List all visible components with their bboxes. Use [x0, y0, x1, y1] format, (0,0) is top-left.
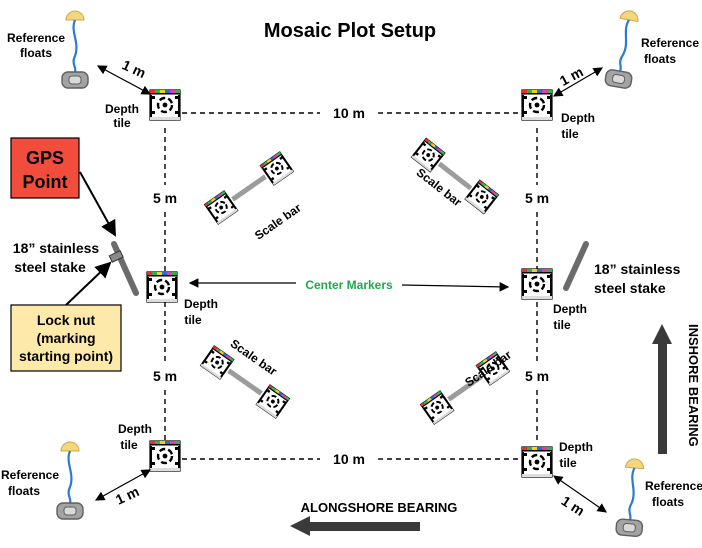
scale-bar-label-lower-left: Scale bar: [228, 336, 280, 378]
reference-floats-top-right-line1: Reference: [641, 36, 699, 50]
reference-floats-bottom-right-line2: floats: [652, 495, 684, 509]
reference-float-bottom-left: [55, 440, 85, 521]
depth-label-bottom-left-line1: Depth: [118, 422, 152, 436]
scale-bar-label-upper-right: Scale bar: [414, 165, 465, 209]
depth-label-middle-right-line2: tile: [553, 318, 571, 332]
reference-floats-bottom-left-line1: Reference: [1, 468, 59, 482]
stainless-steel-stake-right: [563, 241, 589, 291]
plot-boundary: [164, 112, 538, 460]
reference-float-bottom-right: [614, 456, 650, 538]
one-meter-label-top-right: 1 m: [557, 63, 586, 88]
depth-label-bottom-right-line2: tile: [559, 456, 577, 470]
one-meter-label-top-left: 1 m: [120, 56, 149, 81]
page-title: Mosaic Plot Setup: [264, 20, 436, 42]
one-meter-arrow-top-left: [96, 65, 152, 95]
center-markers-label: Center Markers: [305, 278, 393, 292]
one-meter-label-bottom-left: 1 m: [113, 483, 142, 508]
lock-nut-label-line3: starting point): [19, 348, 113, 364]
lock-nut-label-line1: Lock nut: [37, 312, 96, 328]
one-meter-arrow-bottom-right: [553, 475, 607, 513]
depth-label-top-right-line1: Depth: [561, 111, 595, 125]
distance-label-left-lower: 5 m: [153, 368, 177, 384]
distance-label-right-upper: 5 m: [525, 190, 549, 206]
alongshore-bearing-arrow: [290, 516, 420, 536]
depth-label-bottom-right-line1: Depth: [559, 440, 593, 454]
reference-floats-bottom-left-line2: floats: [8, 484, 40, 498]
inshore-bearing-label: INSHORE BEARING: [686, 324, 701, 447]
depth-tile-bottom-right: [520, 445, 554, 479]
inshore-bearing-arrow: [652, 324, 672, 454]
reference-floats-top-right-line2: floats: [644, 52, 676, 66]
stake-label-right-line2: steel stake: [594, 280, 666, 296]
distance-label-bottom: 10 m: [333, 451, 365, 467]
lock-nut-arrow: [65, 261, 112, 306]
stainless-steel-stake-left: [108, 241, 139, 296]
one-meter-arrow-top-right: [552, 67, 604, 97]
lock-nut-box: [10, 304, 122, 372]
gps-point-label-line1: GPS: [26, 148, 64, 168]
depth-tile-middle-right: [520, 267, 554, 301]
depth-tile-top-right: [520, 88, 554, 122]
stake-label-left-line1: 18” stainless: [13, 240, 100, 256]
reference-floats-top-left-line1: Reference: [7, 31, 65, 45]
gps-point-box: [10, 137, 80, 199]
depth-tile-bottom-left: [148, 439, 182, 473]
depth-label-middle-right-line1: Depth: [553, 302, 587, 316]
distance-label-right-lower: 5 m: [525, 368, 549, 384]
lock-nut-label-line2: (marking: [36, 330, 95, 346]
gps-point-arrow: [79, 171, 116, 237]
reference-float-top-right: [603, 7, 645, 91]
alongshore-bearing-label: ALONGSHORE BEARING: [301, 500, 458, 515]
depth-label-top-left-line2: tile: [113, 116, 131, 130]
reference-floats-top-left-line2: floats: [20, 46, 52, 60]
stake-label-left-line2: steel stake: [14, 259, 86, 275]
depth-tile-middle-left: [145, 270, 179, 304]
depth-tile-top-left: [148, 88, 182, 122]
center-markers-arrow-right: [401, 282, 510, 292]
depth-label-bottom-left-line2: tile: [120, 438, 138, 452]
gps-point-label-line2: Point: [23, 172, 68, 192]
reference-float-top-left: [60, 9, 90, 90]
depth-label-middle-left-line1: Depth: [184, 297, 218, 311]
reference-floats-bottom-right-line1: Reference: [645, 479, 702, 493]
scale-bar-label-upper-left: Scale bar: [252, 200, 304, 242]
distance-label-left-upper: 5 m: [153, 190, 177, 206]
one-meter-arrow-bottom-left: [94, 469, 152, 501]
depth-label-top-right-line2: tile: [561, 127, 579, 141]
stake-label-right-line1: 18” stainless: [594, 261, 681, 277]
depth-label-top-left-line1: Depth: [105, 102, 139, 116]
distance-label-top: 10 m: [333, 105, 365, 121]
depth-label-middle-left-line2: tile: [184, 313, 202, 327]
